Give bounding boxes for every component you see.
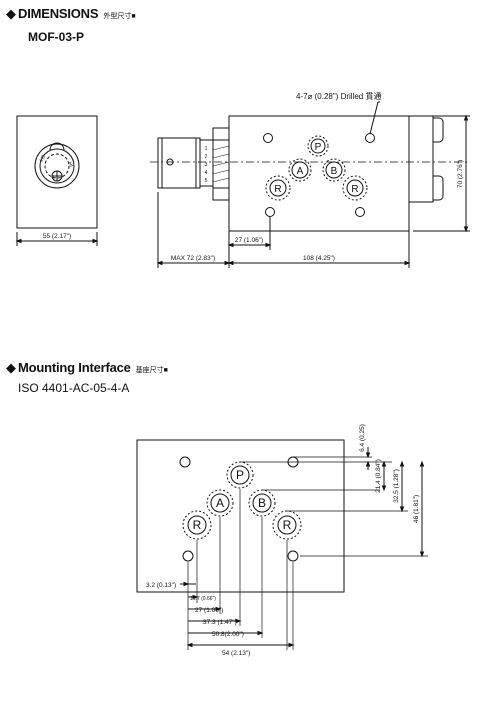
right-connector	[408, 115, 434, 203]
dim-height: 70 (2.76")	[457, 160, 464, 188]
dim-max: MAX 72 (2.83")	[171, 255, 215, 262]
iface-port-r-label: R	[283, 518, 292, 532]
port-r-label: R	[351, 184, 358, 195]
dim-length: 108 (4.25")	[303, 255, 335, 262]
iface-port-a-label: A	[216, 496, 224, 510]
scale-digit: 1	[205, 146, 208, 152]
front-view-body	[16, 115, 98, 229]
dim-v-2: 32.5 (1.28")	[393, 469, 400, 503]
drill-note: 4-7⌀ (0.28") Drilled 貫通	[296, 91, 381, 101]
dim-v-0: 6.4 (0.25)	[359, 424, 366, 452]
dim-v-3: 46 (1.81")	[413, 495, 420, 523]
adjuster-assembly	[157, 127, 230, 201]
port-p-label: P	[315, 142, 322, 153]
dim-h-5: 54 (2.13")	[222, 650, 250, 657]
dim-h-1: 16.7 (0.66")	[190, 596, 216, 602]
knob-hi-label: HI	[66, 161, 74, 168]
interface-header: ◆ Mounting Interface 基座尺寸■	[6, 360, 168, 375]
iface-port-p-label: P	[236, 468, 244, 482]
knob-lo-label: LO	[39, 154, 48, 163]
port-r-label: R	[274, 184, 281, 195]
interface-plate	[136, 439, 345, 593]
valve-body	[228, 115, 410, 232]
iso-standard: ISO 4401-AC-05-4-A	[18, 381, 130, 395]
diamond-bullet-icon: ◆	[6, 6, 16, 21]
dim-h-0: 3.2 (0.13")	[146, 582, 176, 589]
front-knob-outer	[34, 143, 80, 189]
model-number: MOF-03-P	[28, 30, 85, 44]
dim-h-2: 27 (1.06")	[195, 607, 223, 614]
dim-h-3: 37.3 (1.47")	[203, 619, 237, 626]
port-a-label: A	[297, 166, 304, 177]
dimensions-title: DIMENSIONS	[18, 6, 99, 21]
port-b-label: B	[331, 166, 338, 177]
dim-v-1: 21.4 (0.84")	[375, 459, 382, 493]
scale-digit: 5	[205, 178, 208, 184]
dim-front-width: 55 (2.17")	[43, 233, 71, 240]
dim-h-4: 50.8(2.00")	[212, 631, 244, 638]
interface-subtitle: 基座尺寸■	[135, 367, 168, 374]
dimensions-header: ◆ DIMENSIONS 外型尺寸■	[6, 6, 136, 21]
iface-port-r-label: R	[193, 518, 202, 532]
front-knob-inner	[39, 148, 75, 184]
scale-digit: 3	[205, 162, 208, 168]
adjuster-knob	[157, 137, 201, 189]
scale-digit: 4	[205, 170, 208, 176]
interface-title: Mounting Interface	[18, 360, 131, 375]
dimensions-subtitle: 外型尺寸■	[103, 13, 136, 20]
dim-port-offset: 27 (1.06")	[235, 237, 263, 244]
diamond-bullet-icon: ◆	[6, 360, 16, 375]
front-view	[16, 115, 98, 229]
scale-digit: 2	[205, 154, 208, 160]
iface-port-b-label: B	[258, 496, 266, 510]
